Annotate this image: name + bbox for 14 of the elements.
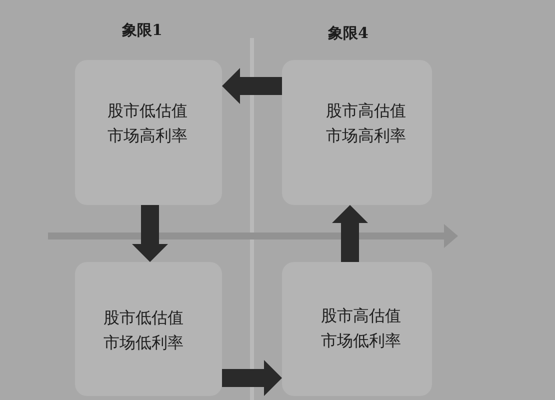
quadrant-title: 象限1	[122, 21, 162, 39]
arrow	[222, 68, 282, 104]
arrow	[132, 205, 168, 262]
quadrant-box	[75, 60, 222, 205]
arrow	[222, 360, 282, 396]
quadrant-box	[282, 60, 432, 205]
quadrant-text: 股市低估值市场高利率	[106, 100, 188, 147]
quadrant-title: 象限4	[328, 24, 368, 42]
quadrant-box	[282, 262, 432, 396]
quadrant-text: 股市高估值市场高利率	[325, 100, 407, 147]
quadrant-box	[75, 262, 222, 396]
arrow	[332, 205, 368, 262]
quadrant-text: 股市低估值市场低利率	[102, 307, 184, 354]
quadrant-text: 股市高估值市场低利率	[320, 305, 402, 352]
